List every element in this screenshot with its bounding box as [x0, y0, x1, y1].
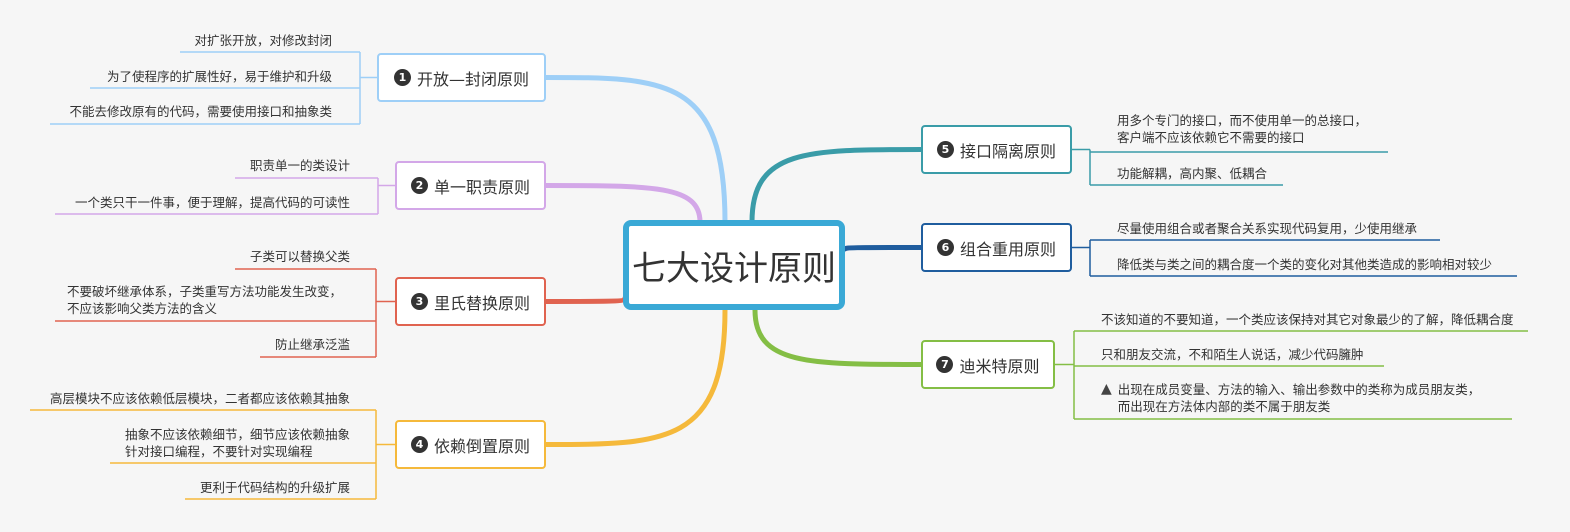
leaf-text-line: 功能解耦，高内聚、低耦合 [1117, 166, 1268, 181]
leaf-text-line: 抽象不应该依赖细节，细节应该依赖抽象 [124, 427, 350, 442]
branch-topic-1[interactable]: 1 开放—封闭原则 [377, 53, 546, 102]
leaf-topic[interactable]: 不能去修改原有的代码，需要使用接口和抽象类 [69, 103, 332, 120]
leaf-topic[interactable]: 子类可以替换父类 [250, 248, 350, 265]
branch-topic-label: 接口隔离原则 [959, 141, 1056, 161]
leaf-text-line: 子类可以替换父类 [249, 249, 350, 264]
leaf-topic[interactable]: 尽量使用组合或者聚合关系实现代码复用，少使用继承 [1117, 220, 1417, 237]
leaf-topic[interactable]: 更利于代码结构的升级扩展 [200, 479, 350, 496]
branch-topic-3[interactable]: 3 里氏替换原则 [395, 277, 546, 326]
leaf-text-line: 对扩张开放，对修改封闭 [194, 33, 332, 48]
leaf-topic[interactable]: 为了使程序的扩展性好，易于维护和升级 [107, 68, 332, 85]
branch-number-badge: 5 [936, 141, 954, 158]
leaf-text-line: 不该知道的不要知道，一个类应该保持对其它对象最少的了解，降低耦合度 [1101, 312, 1514, 327]
leaf-topic[interactable]: 高层模块不应该依赖低层模块，二者都应该依赖其抽象 [50, 390, 350, 407]
branch-number-badge: 4 [410, 436, 428, 453]
leaf-text-line: 用多个专门的接口，而不使用单一的总接口， [1117, 113, 1368, 128]
leaf-text-line: 为了使程序的扩展性好，易于维护和升级 [106, 69, 332, 84]
leaf-topic[interactable]: 功能解耦，高内聚、低耦合 [1117, 165, 1267, 182]
leaf-text-line: 不应该影响父类方法的含义 [66, 301, 217, 316]
branch-topic-7[interactable]: 7 迪米特原则 [921, 340, 1055, 389]
branch-topic-label: 开放—封闭原则 [416, 69, 529, 89]
leaf-topic[interactable]: 降低类与类之间的耦合度一个类的变化对其他类造成的影响相对较少 [1117, 256, 1492, 273]
leaf-text-line: 出现在成员变量、方法的输入、输出参数中的类称为成员朋友类， [1117, 382, 1481, 397]
branch-topic-label: 迪米特原则 [959, 356, 1040, 376]
leaf-topic[interactable]: 不该知道的不要知道，一个类应该保持对其它对象最少的了解，降低耦合度 [1101, 311, 1514, 328]
branch-topic-2[interactable]: 2 单一职责原则 [395, 161, 546, 210]
branch-topic-4[interactable]: 4 依赖倒置原则 [395, 420, 546, 469]
leaf-text-line: 防止继承泛滥 [274, 337, 350, 352]
branch-connector-1 [543, 75, 728, 225]
leaf-text-line: 更利于代码结构的升级扩展 [199, 480, 350, 495]
branch-topic-label: 依赖倒置原则 [433, 436, 530, 456]
branch-connector-5 [749, 147, 924, 225]
central-topic-label: 七大设计原则 [632, 248, 836, 289]
branch-connector-7 [752, 307, 924, 367]
branch-number-badge: 2 [410, 177, 428, 194]
branch-connector-3 [543, 295, 628, 304]
branch-connector-6 [842, 245, 924, 252]
branch-number-badge: 3 [410, 293, 428, 310]
leaf-topic[interactable]: 防止继承泛滥 [275, 336, 350, 353]
branch-topic-6[interactable]: 6 组合重用原则 [921, 223, 1072, 272]
leaf-topic[interactable]: 抽象不应该依赖细节，细节应该依赖抽象针对接口编程，不要针对实现编程 [125, 426, 350, 460]
leaf-text-line: 不要破坏继承体系，子类重写方法功能发生改变， [66, 284, 342, 299]
branch-connector-2 [543, 183, 703, 225]
leaf-text-line: 不能去修改原有的代码，需要使用接口和抽象类 [69, 104, 332, 119]
branch-topic-label: 单一职责原则 [433, 177, 530, 197]
leaf-text-line: 客户端不应该依赖它不需要的接口 [1117, 130, 1305, 145]
branch-connector-4 [543, 307, 728, 447]
leaf-text-line: 职责单一的类设计 [249, 158, 350, 173]
branch-number-badge: 6 [936, 239, 954, 256]
leaf-topic[interactable]: ▲ 出现在成员变量、方法的输入、输出参数中的类称为成员朋友类， 而出现在方法体内部的… [1101, 381, 1480, 415]
branch-number-badge: 1 [393, 69, 411, 86]
leaf-text-line: 只和朋友交流，不和陌生人说话，减少代码臃肿 [1101, 347, 1364, 362]
leaf-topic[interactable]: 对扩张开放，对修改封闭 [194, 32, 332, 49]
leaf-text-line: 而出现在方法体内部的类不属于朋友类 [1117, 399, 1331, 414]
leaf-topic[interactable]: 职责单一的类设计 [250, 157, 350, 174]
branch-number-badge: 7 [936, 356, 954, 373]
leaf-topic[interactable]: 用多个专门的接口，而不使用单一的总接口， 客户端不应该依赖它不需要的接口 [1117, 112, 1367, 146]
leaf-topic[interactable]: 不要破坏继承体系，子类重写方法功能发生改变， 不应该影响父类方法的含义 [67, 283, 342, 317]
leaf-topic[interactable]: 一个类只干一件事，便于理解，提高代码的可读性 [75, 194, 350, 211]
branch-topic-label: 里氏替换原则 [433, 293, 530, 313]
branch-topic-label: 组合重用原则 [959, 239, 1056, 259]
leaf-text-line: 尽量使用组合或者聚合关系实现代码复用，少使用继承 [1117, 221, 1418, 236]
central-topic[interactable]: 七大设计原则 [623, 220, 845, 310]
leaf-topic[interactable]: 只和朋友交流，不和陌生人说话，减少代码臃肿 [1101, 346, 1364, 363]
branch-topic-5[interactable]: 5 接口隔离原则 [921, 125, 1072, 174]
leaf-text-line: 一个类只干一件事，便于理解，提高代码的可读性 [74, 195, 350, 210]
leaf-text-line: 降低类与类之间的耦合度一个类的变化对其他类造成的影响相对较少 [1117, 257, 1493, 272]
warning-icon: ▲ [1101, 381, 1112, 397]
leaf-text-line: 针对接口编程，不要针对实现编程 [124, 444, 313, 459]
leaf-text-line: 高层模块不应该依赖低层模块，二者都应该依赖其抽象 [49, 391, 350, 406]
